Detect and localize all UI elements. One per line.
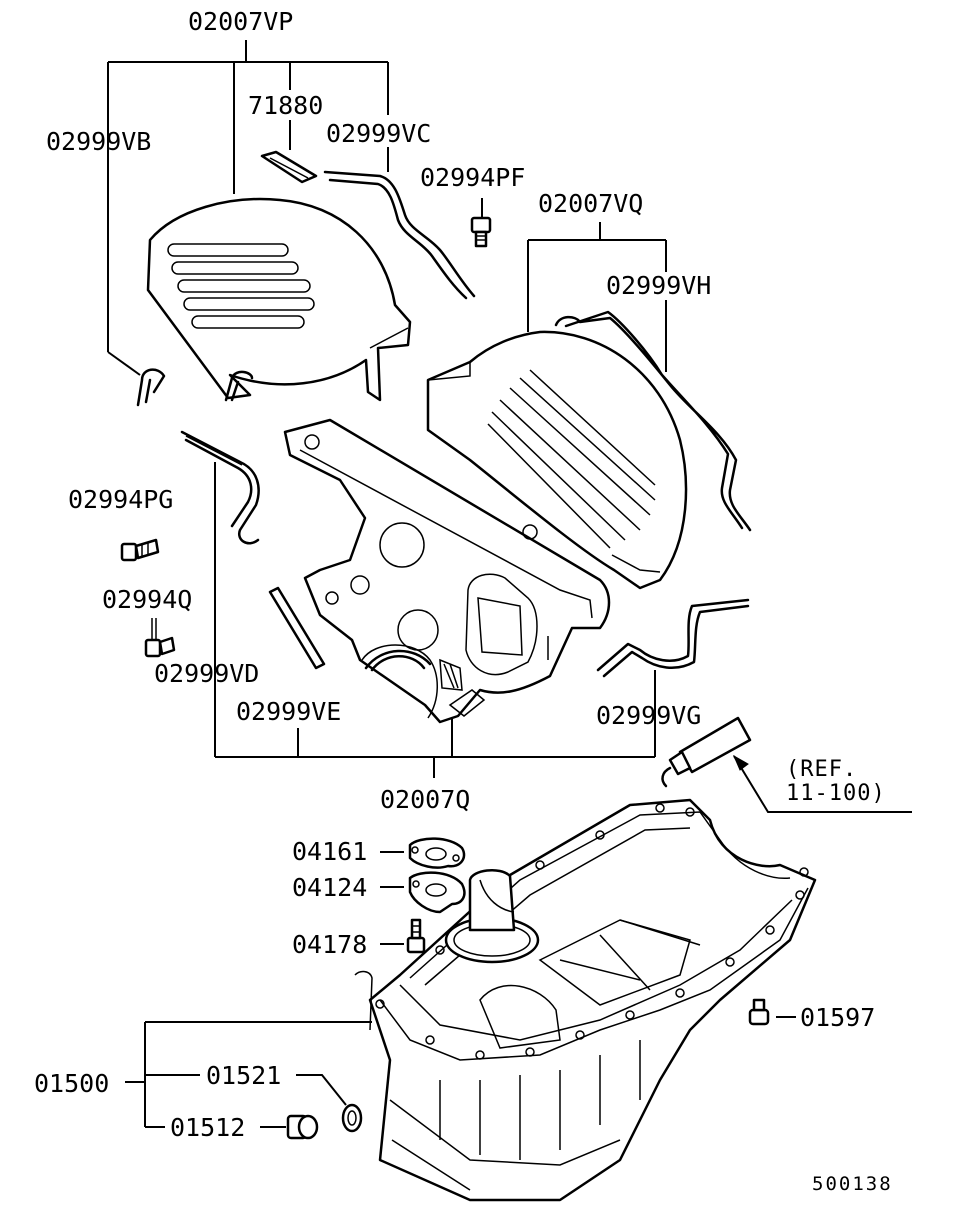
seal-02999vh [554,310,752,532]
label-02999vb: 02999VB [46,127,151,156]
label-01512: 01512 [170,1113,245,1142]
label-02994pg: 02994PG [68,485,173,514]
seal-02999vd [180,430,260,545]
sealant-tube [661,716,752,788]
upper-timing-cover [146,197,412,402]
label-02007q: 02007Q [380,785,470,814]
part-labels: 02007VP 02999VB 71880 02999VC 02994PF 02… [34,7,893,1195]
seal-02999ve [268,586,326,670]
bolt-02994pg [120,538,160,562]
seal-02999vg [596,598,750,678]
label-02994q: 02994Q [102,585,192,614]
label-01500: 01500 [34,1069,109,1098]
seal-02999vc [323,170,476,300]
label-ref-line2: 11-100) [786,781,886,806]
label-ref-line1: (REF. [786,757,857,782]
oil-strainer [444,868,540,964]
label-02999vh: 02999VH [606,271,711,300]
seal-02999vb [136,368,166,407]
cover-tab [224,370,254,402]
washer-01521 [341,1103,363,1133]
label-02994pf: 02994PF [420,163,525,192]
strainer-flange-04124 [408,871,466,914]
diagram-number: 500138 [812,1173,893,1195]
label-01597: 01597 [800,1003,875,1032]
label-04178: 04178 [292,930,367,959]
leader-lines [107,40,912,1128]
label-02007vq: 02007VQ [538,189,643,218]
label-02999vg: 02999VG [596,701,701,730]
drain-plug-01512 [286,1114,319,1140]
oil-pan [354,798,817,1202]
label-02007vp: 02007VP [188,7,293,36]
label-04124: 04124 [292,873,367,902]
bolt-04178 [406,918,426,954]
bolt-02994q [144,618,176,658]
timing-back-plate [283,418,611,724]
label-04161: 04161 [292,837,367,866]
label-02999ve: 02999VE [236,697,341,726]
label-01521: 01521 [206,1061,281,1090]
label-71880: 71880 [248,91,323,120]
gasket-04161 [408,837,466,869]
bolt-02994pf [470,216,492,248]
outer-timing-cover [426,330,688,590]
label-02999vd: 02999VD [154,659,259,688]
bolt-01597 [748,998,770,1026]
label-02999vc: 02999VC [326,119,431,148]
